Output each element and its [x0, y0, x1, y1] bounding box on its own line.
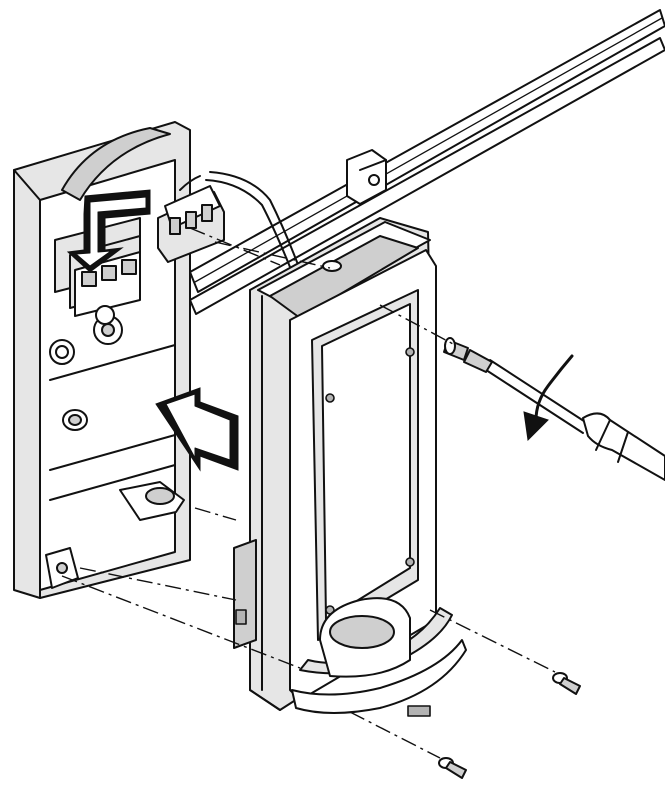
big-push-arrow-icon: [155, 387, 239, 472]
terminal-block-loose-icon: [157, 185, 225, 263]
screwdriver-icon: [463, 349, 665, 481]
push-arrow-icon: [66, 189, 151, 273]
lens-dome-icon: [291, 597, 467, 717]
detector-housing-icon: [233, 217, 437, 711]
pipe-clip-icon: [346, 149, 387, 205]
mounting-screw-bottom-right-icon: [552, 672, 581, 695]
wall-base-plate-icon: [13, 121, 191, 599]
rotation-arrow-icon: [523, 354, 574, 442]
mounting-screw-top-icon: [443, 337, 469, 361]
mounting-screw-bottom-icon: [438, 757, 467, 779]
wires-icon: [179, 171, 301, 273]
alignment-lines: [61, 227, 556, 759]
conduit-pipe-icon: [189, 9, 665, 315]
